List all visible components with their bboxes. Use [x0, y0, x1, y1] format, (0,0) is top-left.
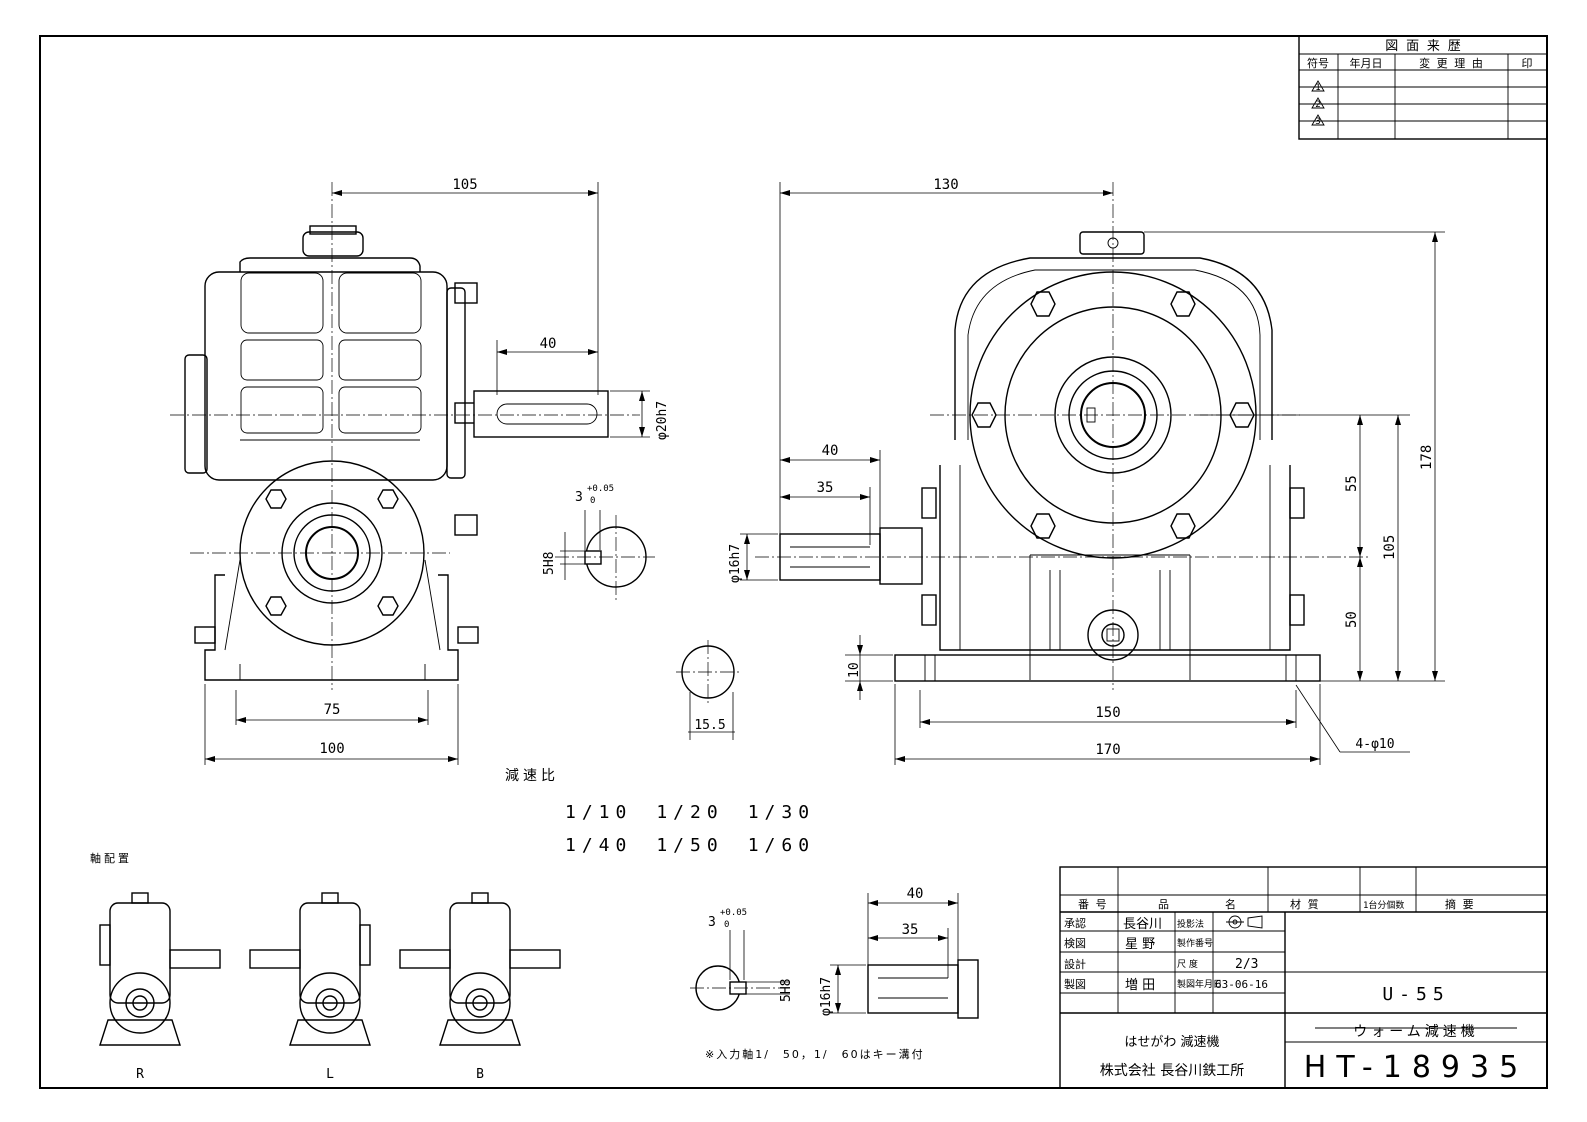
ratio-row-2: 1/40 1/50 1/60: [565, 835, 815, 856]
dim-105-vert: 105: [1382, 535, 1398, 560]
tb-date-label: 製図年月日: [1177, 978, 1222, 990]
dim-130: 130: [933, 177, 958, 193]
tb-date-value: 63-06-16: [1215, 978, 1268, 991]
dim-50: 50: [1344, 611, 1360, 628]
dim-170: 170: [1095, 742, 1120, 758]
ratio-label: 減速比: [505, 767, 559, 784]
detail-dim-40: 40: [907, 886, 924, 902]
tb-check-name: 星 野: [1125, 937, 1155, 952]
tb-brand: はせがわ 減速機: [1124, 1034, 1219, 1050]
revision-header-reason: 変 更 理 由: [1419, 56, 1483, 70]
side-dimensions: 130 40 35 φ16h7 10 150 170: [728, 177, 1445, 765]
svg-text:R: R: [136, 1067, 144, 1082]
tb-header-name-1: 品: [1158, 898, 1169, 911]
detail-key-tol-lower: 0: [724, 920, 729, 930]
revision-table: 図 面 来 歴 符号 年月日 変 更 理 由 印 1 2 3: [1298, 35, 1548, 140]
tb-header-qty: 1台分個数: [1363, 899, 1404, 911]
tb-proj-label: 投影法: [1177, 918, 1204, 930]
dim-holes: 4-φ10: [1355, 737, 1394, 752]
tb-draw-name: 増 田: [1125, 978, 1155, 993]
projection-symbol-icon: [1226, 915, 1263, 929]
tb-company: 株式会社 長谷川鉄工所: [1100, 1063, 1244, 1079]
reduction-ratio: 減速比 1/10 1/20 1/30 1/40 1/50 1/60: [505, 767, 815, 856]
arrangement-b: B: [399, 892, 561, 1082]
tb-drawing-no: HT-18935: [1304, 1050, 1528, 1085]
detail-key-width: 3: [708, 915, 716, 930]
key-width: 3: [575, 490, 583, 505]
tb-header-material: 材 質: [1290, 897, 1319, 911]
title-block: 番 号 品 名 材 質 1台分個数 摘 要 承認 長谷川 検図 星 野 設計 製…: [1059, 866, 1548, 1089]
dim-100: 100: [319, 741, 344, 757]
tb-draw-label: 製図: [1064, 977, 1086, 991]
revision-header-seal: 印: [1522, 57, 1533, 70]
arrangement-r: R: [99, 892, 221, 1082]
dim-178: 178: [1419, 445, 1435, 470]
tb-prodno-label: 製作番号: [1177, 937, 1213, 949]
svg-text:1: 1: [1315, 83, 1320, 93]
tb-header-remarks: 摘 要: [1445, 897, 1474, 911]
revision-symbol-1: 1: [1311, 80, 1325, 93]
tb-model: U-55: [1382, 984, 1449, 1005]
front-dimensions: 105 40 φ20h7 75 100: [204, 177, 670, 765]
side-view: [755, 182, 1370, 690]
input-shaft-detail: 3 +0.05 0 5H8 40 35 φ16h7: [690, 886, 979, 1019]
dim-40-side: 40: [822, 443, 839, 459]
tb-approve-name: 長谷川: [1123, 917, 1162, 932]
detail-key-tol-upper: +0.05: [720, 908, 747, 918]
front-view: [170, 182, 640, 690]
tb-check-label: 検図: [1064, 936, 1086, 950]
key-shaft-dia: 15.5: [694, 718, 725, 733]
arrangement-label: 軸配置: [90, 851, 132, 865]
ratio-row-1: 1/10 1/20 1/30: [565, 802, 815, 823]
dim-10: 10: [847, 662, 862, 678]
tb-approve-label: 承認: [1064, 916, 1086, 930]
tb-product: ウォーム減速機: [1353, 1023, 1479, 1040]
tb-design-label: 設計: [1064, 957, 1086, 971]
detail-key-height: 5H8: [779, 979, 794, 1002]
shaft-arrangement: 軸配置 R L: [90, 851, 561, 1082]
detail-dim-35: 35: [902, 922, 919, 938]
tb-header-no: 番 号: [1078, 898, 1107, 911]
dim-105: 105: [452, 177, 477, 193]
dim-40-front: 40: [540, 336, 557, 352]
dim-75: 75: [324, 702, 341, 718]
arrangement-l: L: [249, 892, 371, 1082]
detail-dim-phi16h7: φ16h7: [819, 977, 834, 1016]
key-section: 3 +0.05 0 5H8 15.5: [542, 484, 740, 740]
dim-35-side: 35: [817, 480, 834, 496]
input-shaft-note: ※入力軸1/ 50，1/ 60はキー溝付: [705, 1047, 925, 1061]
revision-title: 図 面 来 歴: [1385, 39, 1460, 54]
key-tol-lower: 0: [590, 496, 595, 506]
tb-scale-label: 尺 度: [1177, 958, 1198, 970]
dim-150: 150: [1095, 705, 1120, 721]
dim-phi16h7-side: φ16h7: [728, 544, 743, 583]
dim-55: 55: [1344, 475, 1360, 492]
dim-phi20h7: φ20h7: [655, 401, 670, 440]
revision-header-symbol: 符号: [1307, 57, 1329, 70]
key-height: 5H8: [542, 552, 557, 575]
sheet-border: [39, 35, 1548, 1089]
tb-header-name-2: 名: [1225, 897, 1236, 911]
svg-text:2: 2: [1315, 100, 1320, 110]
svg-text:L: L: [326, 1067, 334, 1082]
tb-scale-value: 2/3: [1235, 957, 1258, 972]
svg-text:3: 3: [1315, 117, 1320, 127]
revision-header-date: 年月日: [1350, 56, 1383, 70]
svg-text:B: B: [476, 1067, 484, 1082]
key-tol-upper: +0.05: [587, 484, 614, 494]
revision-symbol-3: 3: [1311, 114, 1325, 127]
revision-symbol-2: 2: [1311, 97, 1325, 110]
